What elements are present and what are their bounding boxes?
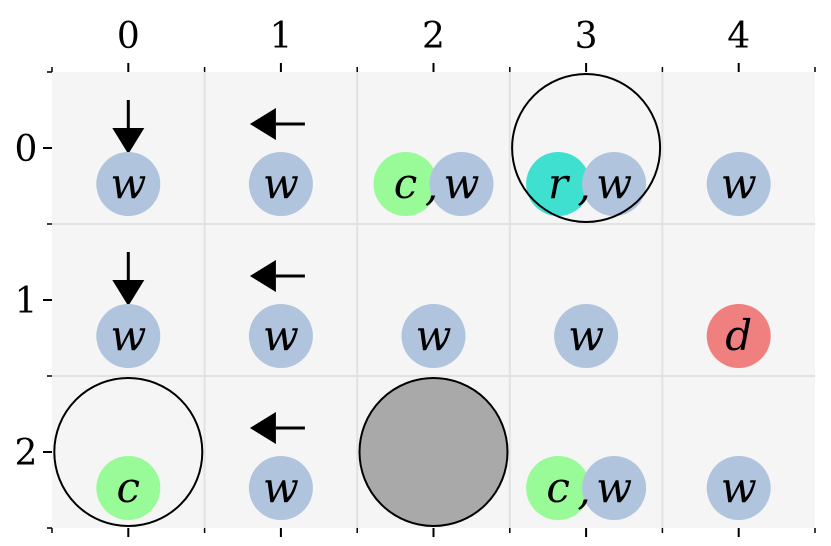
arrow-head xyxy=(249,108,276,140)
arrow-down-icon xyxy=(112,252,145,306)
column-tick-label: 2 xyxy=(422,16,445,57)
arrow-left-icon xyxy=(249,260,305,292)
arrow-down-icon xyxy=(112,100,145,154)
rings-layer xyxy=(53,73,662,527)
token-w-label: w xyxy=(263,463,299,512)
token-d-circle xyxy=(706,304,771,368)
token-w-label: w xyxy=(263,311,299,360)
column-tick-label: 4 xyxy=(727,16,750,57)
token-r-circle xyxy=(526,152,591,216)
row-tick-label: 2 xyxy=(15,433,38,474)
token-w-label: w xyxy=(110,159,146,208)
token-w-circle xyxy=(96,152,161,216)
token-r-label: r xyxy=(548,159,571,208)
token-w-circle xyxy=(401,304,466,368)
axis-ticks-layer: 0 1 2 3 4 0 1 2 xyxy=(15,16,816,537)
arrow-left-icon xyxy=(249,412,305,444)
token-w-label: w xyxy=(596,159,632,208)
token-w-label: w xyxy=(721,463,757,512)
token-c-label: c xyxy=(546,463,570,512)
token-c-label: c xyxy=(394,159,418,208)
token-w-circle xyxy=(706,152,771,216)
obstacle-circle xyxy=(358,377,509,527)
arrow-head xyxy=(112,280,145,306)
obstacles-layer xyxy=(358,377,509,527)
token-w-label: w xyxy=(721,159,757,208)
token-d-label: d xyxy=(725,311,752,360)
token-c-circle xyxy=(96,456,161,520)
token-w-label: w xyxy=(444,159,480,208)
token-w-label: w xyxy=(568,311,604,360)
token-separator: , xyxy=(425,161,438,210)
token-w-circle xyxy=(429,152,494,216)
arrow-head xyxy=(249,412,276,444)
token-w-circle xyxy=(582,152,647,216)
arrow-left-icon xyxy=(249,108,305,140)
token-c-circle xyxy=(526,456,591,520)
token-w-label: w xyxy=(596,463,632,512)
highlight-ring xyxy=(511,73,662,223)
token-w-circle xyxy=(248,152,313,216)
token-w-circle xyxy=(96,304,161,368)
row-tick-label: 1 xyxy=(15,281,38,322)
token-w-label: w xyxy=(110,311,146,360)
token-c-circle xyxy=(373,152,438,216)
column-tick-label: 3 xyxy=(575,16,598,57)
token-w-circle xyxy=(554,304,619,368)
column-tick-label: 0 xyxy=(117,16,140,57)
token-w-circle xyxy=(706,456,771,520)
token-separator: , xyxy=(577,161,590,210)
column-tick-label: 1 xyxy=(269,16,292,57)
highlight-ring xyxy=(53,377,204,527)
token-w-label: w xyxy=(416,311,452,360)
arrows-layer xyxy=(112,100,305,444)
token-w-circle xyxy=(248,304,313,368)
token-w-circle xyxy=(582,456,647,520)
token-w-circle xyxy=(248,456,313,520)
token-separator: , xyxy=(577,465,590,514)
token-c-label: c xyxy=(117,463,141,512)
row-tick-label: 0 xyxy=(15,129,38,170)
arrow-head xyxy=(249,260,276,292)
arrow-head xyxy=(112,128,145,154)
token-w-label: w xyxy=(263,159,299,208)
